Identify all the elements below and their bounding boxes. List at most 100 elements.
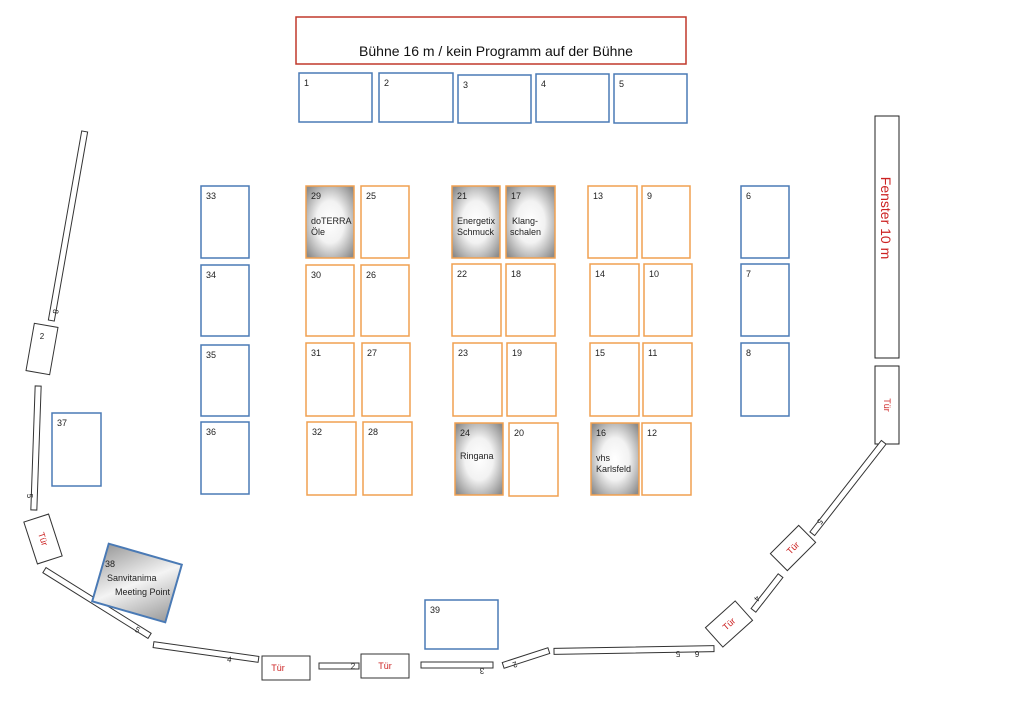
stand-34[interactable]: 34 xyxy=(200,264,250,337)
wall-segment-label: 5 xyxy=(25,494,34,499)
stand-27[interactable]: 27 xyxy=(361,342,411,417)
stand-23[interactable]: 23 xyxy=(452,342,503,417)
stand-box xyxy=(454,422,504,496)
stand-box xyxy=(535,73,610,123)
stand-box xyxy=(305,342,355,417)
wall-segment xyxy=(809,439,887,537)
stand-number: 13 xyxy=(593,191,603,201)
stand-number: 37 xyxy=(57,418,67,428)
stand-box xyxy=(451,263,502,337)
stand-number: 28 xyxy=(368,427,378,437)
stand-number: 4 xyxy=(541,79,546,89)
stand-15[interactable]: 15 xyxy=(589,342,640,417)
stand-11[interactable]: 11 xyxy=(642,342,693,417)
stand-2[interactable]: 2 xyxy=(378,72,454,123)
door-bottom-right: Tür xyxy=(704,600,754,648)
wall-segment xyxy=(47,130,89,322)
stand-box xyxy=(298,72,373,123)
stand-number: 12 xyxy=(647,428,657,438)
stand-box xyxy=(378,72,454,123)
stand-20[interactable]: 20 xyxy=(508,422,559,497)
stand-3[interactable]: 3 xyxy=(457,74,532,124)
stand-7[interactable]: 7 xyxy=(740,263,790,337)
stand-19[interactable]: 19 xyxy=(506,342,557,417)
stand-number: 15 xyxy=(595,348,605,358)
stand-30[interactable]: 30 xyxy=(305,264,355,337)
stand-number: 31 xyxy=(311,348,321,358)
wall-segment-label: 2 xyxy=(351,662,356,671)
stand-12[interactable]: 12 xyxy=(641,422,692,496)
stand-number: 9 xyxy=(647,191,652,201)
panel-2 xyxy=(25,322,59,376)
wall-segment xyxy=(553,645,715,655)
stand-box xyxy=(361,342,411,417)
stand-4[interactable]: 4 xyxy=(535,73,610,123)
stand-10[interactable]: 10 xyxy=(643,263,693,337)
stand-37[interactable]: 37 xyxy=(51,412,102,487)
stand-box xyxy=(505,185,556,259)
stand-box xyxy=(452,342,503,417)
stand-number: 20 xyxy=(514,428,524,438)
exhibitor-name: doTERRA xyxy=(311,216,352,226)
stand-box xyxy=(642,342,693,417)
stand-number: 21 xyxy=(457,191,467,201)
stand-9[interactable]: 9 xyxy=(641,185,691,259)
stand-number: 16 xyxy=(596,428,606,438)
stand-32[interactable]: 32 xyxy=(306,421,357,496)
stand-number: 17 xyxy=(511,191,521,201)
stand-number: 8 xyxy=(746,348,751,358)
exhibitor-name: Öle xyxy=(311,227,325,237)
stand-26[interactable]: 26 xyxy=(360,264,410,337)
window-label: Fenster 10 m xyxy=(878,177,894,259)
stand-box xyxy=(200,185,250,259)
stand-number: 14 xyxy=(595,269,605,279)
stand-number: 19 xyxy=(512,348,522,358)
stand-6[interactable]: 6 xyxy=(740,185,790,259)
stand-box xyxy=(200,264,250,337)
stand-33[interactable]: 33 xyxy=(200,185,250,259)
stand-number: 34 xyxy=(206,270,216,280)
stand-14[interactable]: 14 xyxy=(589,263,640,337)
stand-25[interactable]: 25 xyxy=(360,185,410,259)
stand-number: 39 xyxy=(430,605,440,615)
stand-28[interactable]: 28 xyxy=(362,421,413,496)
exhibitor-name: Klang- xyxy=(512,216,538,226)
stand-18[interactable]: 18 xyxy=(505,263,556,337)
door-label: Tür xyxy=(271,663,285,673)
stand-36[interactable]: 36 xyxy=(200,421,250,495)
stand-5[interactable]: 5 xyxy=(613,73,688,124)
stand-31[interactable]: 31 xyxy=(305,342,355,417)
stand-number: 18 xyxy=(511,269,521,279)
wall-segment xyxy=(750,573,784,613)
wall-segment-label: 5 xyxy=(675,649,680,658)
stand-box xyxy=(740,342,790,417)
stage-label: Bühne 16 m / kein Programm auf der Bühne xyxy=(359,43,633,59)
wall-segment-label: 2 xyxy=(511,659,519,669)
stand-22[interactable]: 22 xyxy=(451,263,502,337)
wall-segment xyxy=(318,662,360,670)
stand-39[interactable]: 39 xyxy=(424,599,499,650)
stand-box xyxy=(305,185,355,259)
stand-8[interactable]: 8 xyxy=(740,342,790,417)
wall-segment xyxy=(30,385,42,511)
stand-number: 32 xyxy=(312,427,322,437)
door-right-lower: Tür xyxy=(769,524,817,572)
stand-box xyxy=(424,599,499,650)
stand-box xyxy=(362,421,413,496)
stand-1[interactable]: 1 xyxy=(298,72,373,123)
stand-box xyxy=(589,263,640,337)
stage: Bühne 16 m / kein Programm auf der Bühne xyxy=(295,16,687,65)
door-bottom-2: Tür xyxy=(360,653,410,679)
stand-box xyxy=(508,422,559,497)
stand-13[interactable]: 13 xyxy=(587,185,638,259)
stand-number: 25 xyxy=(366,191,376,201)
stand-35[interactable]: 35 xyxy=(200,344,250,417)
